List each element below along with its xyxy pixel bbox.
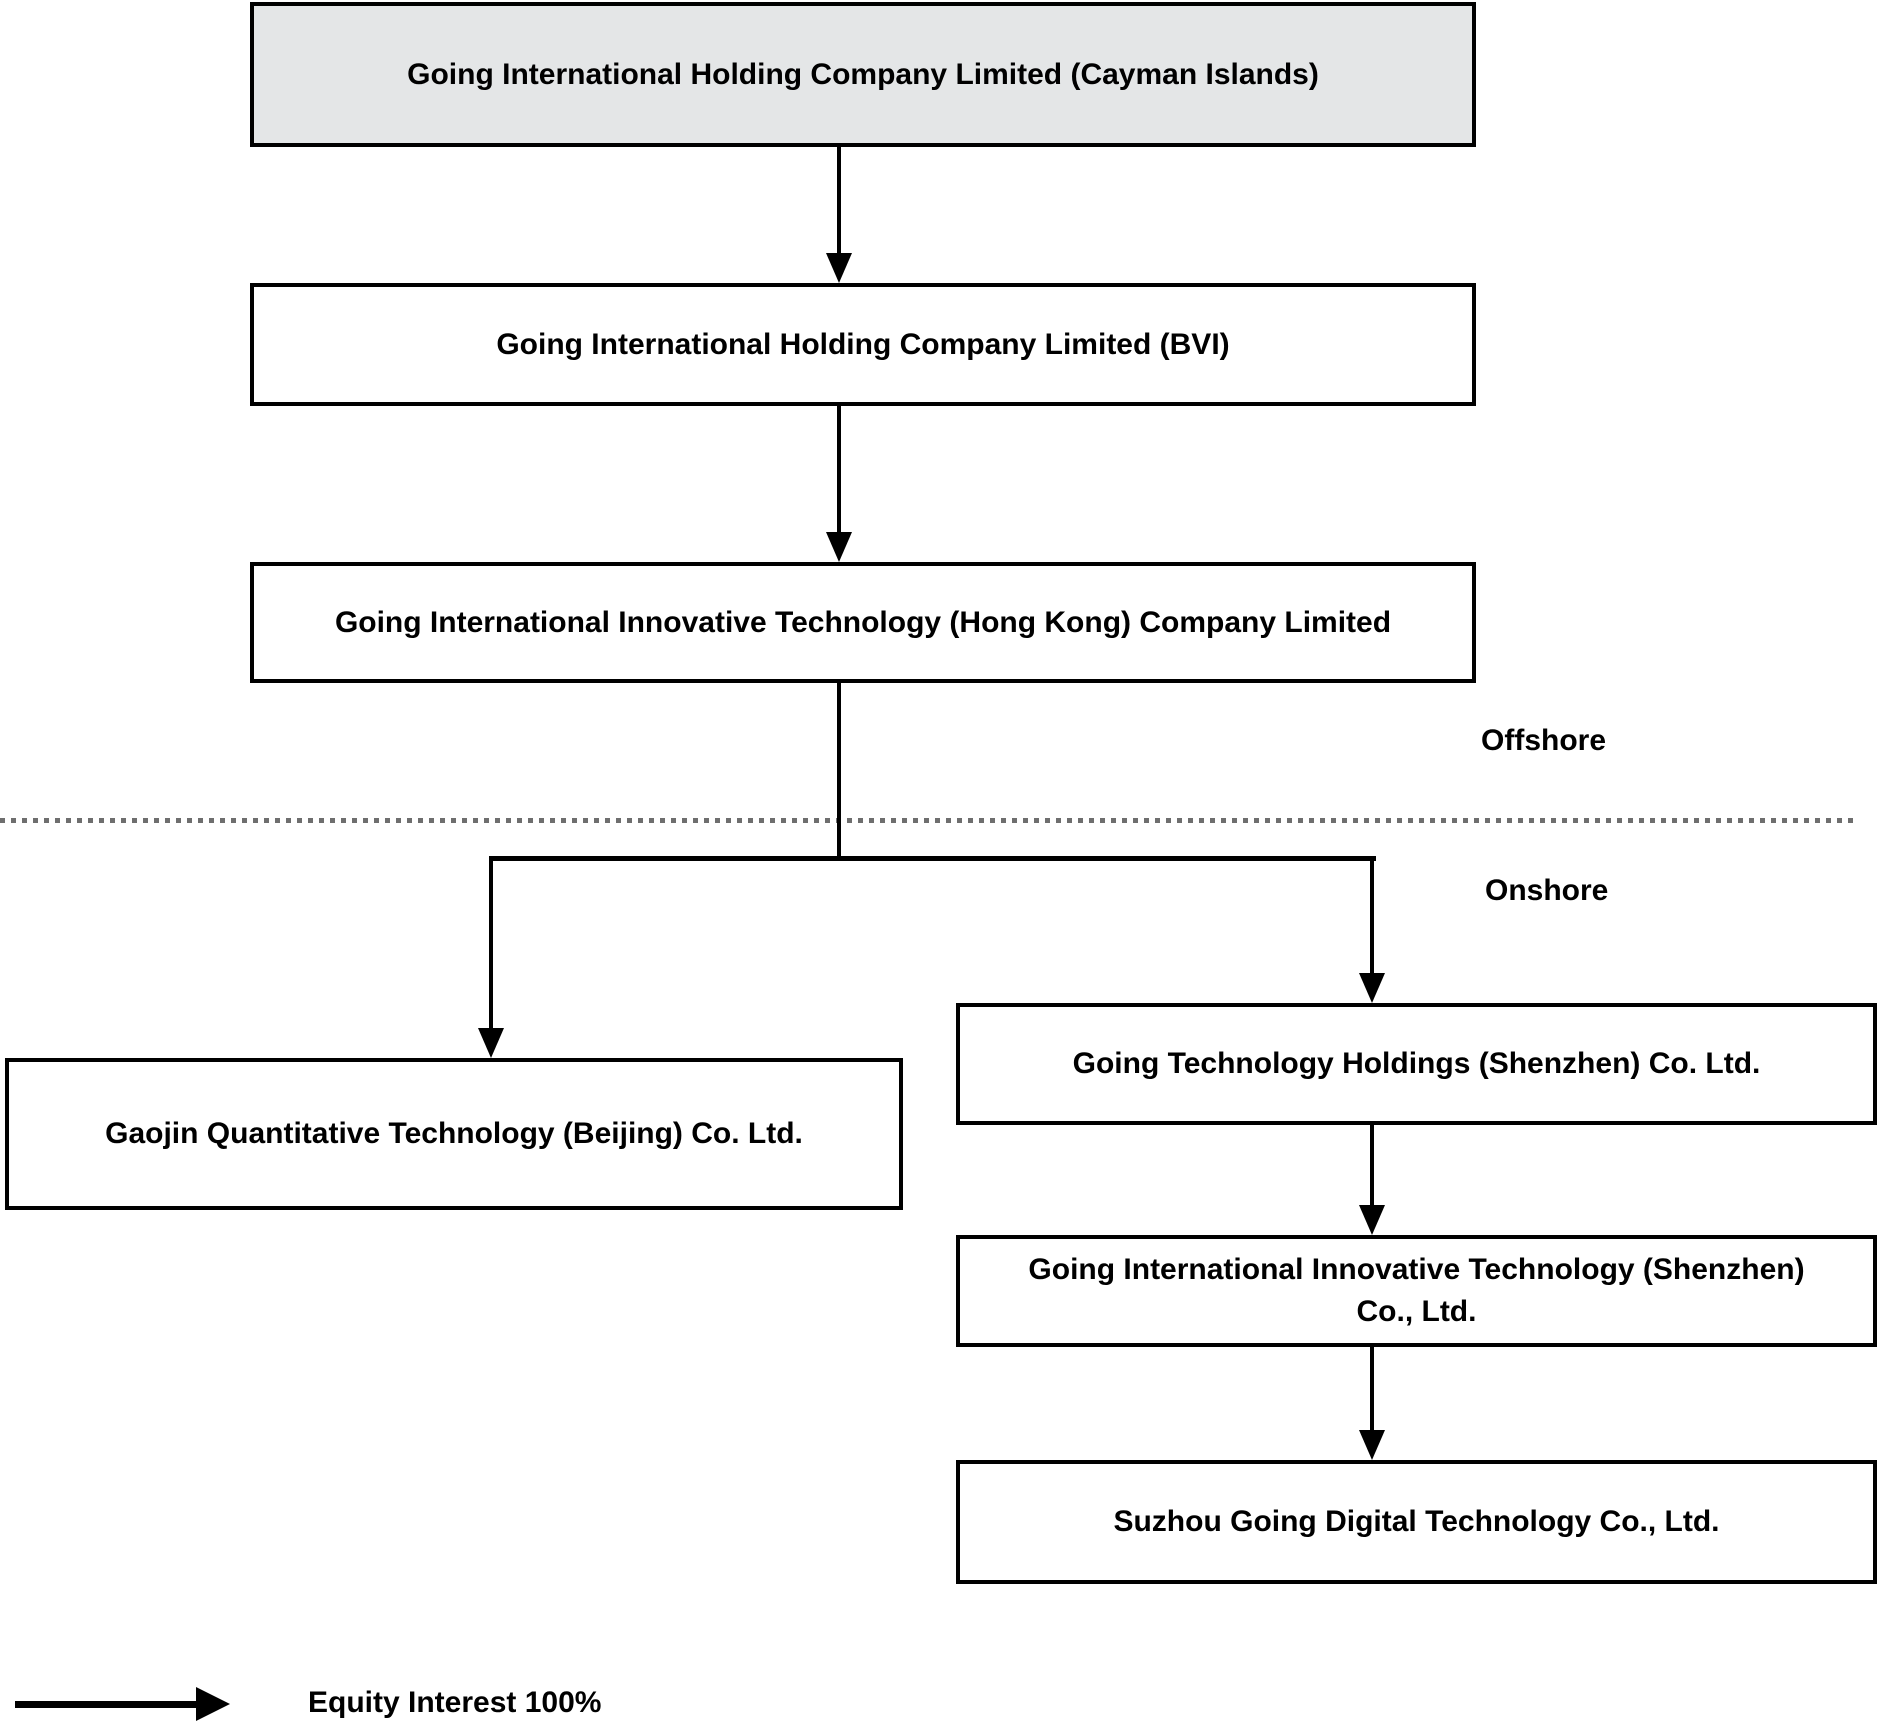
node-shenzhen-holdings-label: Going Technology Holdings (Shenzhen) Co.… (1072, 1047, 1761, 1080)
node-hongkong: Going International Innovative Technolog… (250, 562, 1476, 683)
edge-hongkong-stem-line (837, 683, 841, 858)
node-cayman-label: Going International Holding Company Limi… (407, 57, 1319, 91)
edge-cayman-bvi-line (837, 147, 841, 255)
node-suzhou-label: Suzhou Going Digital Technology Co., Ltd… (1113, 1505, 1720, 1538)
edge-innovative-suzhou-arrowhead-icon (1359, 1430, 1385, 1460)
edge-innovative-suzhou-line (1370, 1347, 1374, 1432)
edge-hongkong-shenzhenholdings-line (1370, 856, 1374, 975)
edge-hongkong-beijing-arrowhead-icon (478, 1028, 504, 1058)
node-suzhou: Suzhou Going Digital Technology Co., Ltd… (956, 1460, 1877, 1584)
legend-label: Equity Interest 100% (308, 1686, 602, 1719)
edge-cayman-bvi-arrowhead-icon (826, 253, 852, 283)
offshore-label: Offshore (1481, 724, 1607, 757)
offshore-onshore-divider (0, 818, 1858, 823)
edge-split-bar (489, 856, 1376, 861)
node-beijing: Gaojin Quantitative Technology (Beijing)… (5, 1058, 903, 1210)
edge-bvi-hongkong-line (837, 406, 841, 534)
node-shenzhen-innovative-label: Going International Innovative Technolog… (1028, 1253, 1805, 1328)
edge-hongkong-shenzhenholdings-arrowhead-icon (1359, 973, 1385, 1003)
edge-bvi-hongkong-arrowhead-icon (826, 532, 852, 562)
node-shenzhen-innovative: Going International Innovative Technolog… (956, 1235, 1877, 1347)
onshore-label: Onshore (1485, 874, 1609, 907)
edge-hongkong-beijing-line (489, 856, 493, 1030)
node-cayman: Going International Holding Company Limi… (250, 2, 1476, 147)
node-beijing-label: Gaojin Quantitative Technology (Beijing)… (105, 1117, 803, 1150)
edge-shenzhenholdings-innovative-arrowhead-icon (1359, 1205, 1385, 1235)
legend-arrowhead-icon (196, 1687, 230, 1721)
node-shenzhen-holdings: Going Technology Holdings (Shenzhen) Co.… (956, 1003, 1877, 1125)
node-bvi-label: Going International Holding Company Limi… (496, 327, 1230, 361)
node-hongkong-label: Going International Innovative Technolog… (334, 605, 1392, 639)
node-bvi: Going International Holding Company Limi… (250, 283, 1476, 406)
legend-arrow-line (15, 1701, 196, 1708)
edge-shenzhenholdings-innovative-line (1370, 1125, 1374, 1207)
